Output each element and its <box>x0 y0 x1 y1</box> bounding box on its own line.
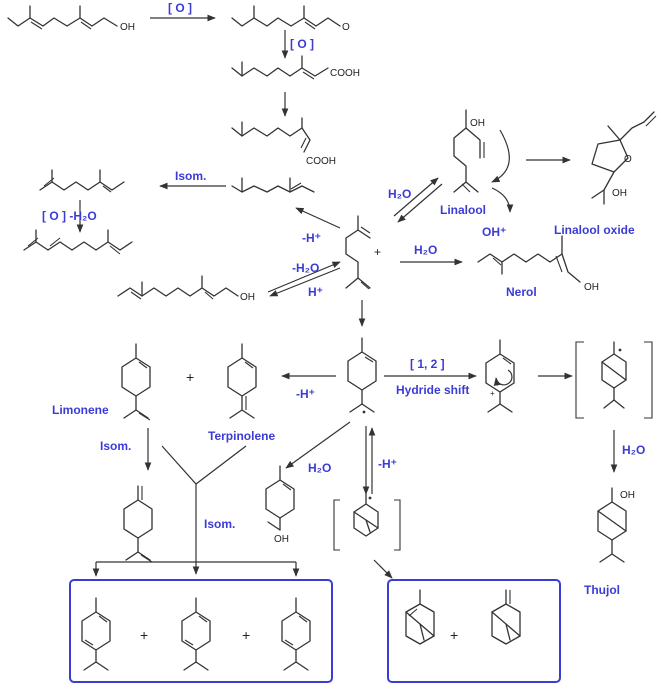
terpinenes-box <box>69 579 333 683</box>
minus-h2o-label: -H₂O <box>292 261 319 275</box>
terpinyl-cation-structure <box>347 337 377 414</box>
h2o-terpineol-label: H₂O <box>308 461 331 475</box>
thujol-structure: OH <box>597 487 635 563</box>
neric-acid-structure: COOH <box>231 117 336 167</box>
alpha-pinene-structure <box>405 589 435 645</box>
isom-limonene-label: Isom. <box>100 439 131 453</box>
alpha-terpinene-structure <box>81 597 111 671</box>
geraniol-structure: OH <box>7 5 135 33</box>
nerol-label: Nerol <box>506 285 537 299</box>
terpinolene-structure <box>227 343 257 419</box>
arrow-equilibrium-geraniol-back <box>269 267 341 297</box>
beta-pinene-structure <box>491 589 521 645</box>
thujyl-cation-structure <box>575 341 653 419</box>
oh-plus-label: OH⁺ <box>482 225 506 239</box>
terpinolene-label: Terpinolene <box>208 429 275 443</box>
plus-sign-box-1: + <box>140 627 148 643</box>
h-plus-label: H⁺ <box>308 285 323 299</box>
terpinene-3-structure <box>281 597 311 671</box>
isoterpinolene-structure <box>123 485 153 563</box>
cosmene-structure <box>23 229 133 255</box>
oh-oxide-label: OH <box>612 188 627 199</box>
cooh-label-1: COOH <box>330 68 360 79</box>
isom-top-label: Isom. <box>175 169 206 183</box>
plus-cation-label: + <box>374 245 381 259</box>
pinenes-box <box>387 579 561 683</box>
o-aldehyde-label: O <box>342 22 350 33</box>
oxid-dehyd-label: [ O ] -H₂O <box>42 209 97 223</box>
hydride-shift-bracket-label: [ 1, 2 ] <box>410 357 445 371</box>
h2o-nerol-label: H₂O <box>414 243 437 257</box>
arrow-cation-linalool-fwd <box>393 177 439 217</box>
plus-sign-box-2: + <box>242 627 250 643</box>
ocimene-structure <box>231 177 315 193</box>
arrow-to-pinenes <box>373 559 393 579</box>
oh-linalool-label: OH <box>470 118 485 129</box>
arrow-equilibrium-geraniol-fwd <box>267 261 341 293</box>
merge-lines <box>161 445 247 485</box>
limonene-label: Limonene <box>52 403 109 417</box>
arrow-cation-linalool-back <box>397 183 443 223</box>
hydride-shift-label: Hydride shift <box>396 383 469 397</box>
cooh-label-2: COOH <box>306 156 336 167</box>
plus-sign-limonene-terpinolene: + <box>186 369 194 385</box>
arrow-cation-to-ocimene <box>295 207 341 229</box>
thujol-label: Thujol <box>584 583 620 597</box>
oxidation-label-1: [ O ] <box>168 1 192 15</box>
pinyl-cation-structure <box>333 493 401 551</box>
h2o-thujol-label: H₂O <box>622 443 645 457</box>
oh-geraniol2-label: OH <box>240 292 255 303</box>
oh-nerol-label: OH <box>584 282 599 293</box>
alloocimene-structure <box>39 169 125 193</box>
linalool-structure: OH <box>453 109 514 213</box>
oh-terpineol-label: OH <box>274 534 289 545</box>
oh-thujol-label: OH <box>620 490 635 501</box>
linalool-oxide-label: Linalool oxide <box>554 223 635 237</box>
linalool-label: Linalool <box>440 203 486 217</box>
linalool-oxide-structure: O OH <box>591 111 657 205</box>
plus-sign-pinenes: + <box>450 627 458 643</box>
nerol-structure: OH <box>477 235 599 293</box>
minus-h-pinyl-label: -H⁺ <box>378 457 397 471</box>
geranial-structure: O <box>231 5 350 33</box>
neryl-cation-structure: + <box>345 215 381 290</box>
minus-h-cation-label: -H⁺ <box>302 231 321 245</box>
limonene-structure <box>121 343 151 421</box>
o-oxide-label: O <box>624 154 632 165</box>
plus-sign-terpinenyl: + <box>490 389 495 398</box>
arrow-h2o-terpineol <box>285 421 351 469</box>
geraniol-2-structure: OH <box>117 275 255 303</box>
oh-geraniol-label: OH <box>120 22 135 33</box>
terpineol-structure: OH <box>265 465 295 545</box>
h2o-linalool-label: H₂O <box>388 187 411 201</box>
isom-center-label: Isom. <box>204 517 235 531</box>
geranic-acid-structure: COOH <box>231 55 360 80</box>
minus-h-terpinyl-label: -H⁺ <box>296 387 315 401</box>
terpinenyl-cation-structure: + <box>485 339 515 413</box>
oxidation-label-2: [ O ] <box>290 37 314 51</box>
gamma-terpinene-structure <box>181 597 211 671</box>
